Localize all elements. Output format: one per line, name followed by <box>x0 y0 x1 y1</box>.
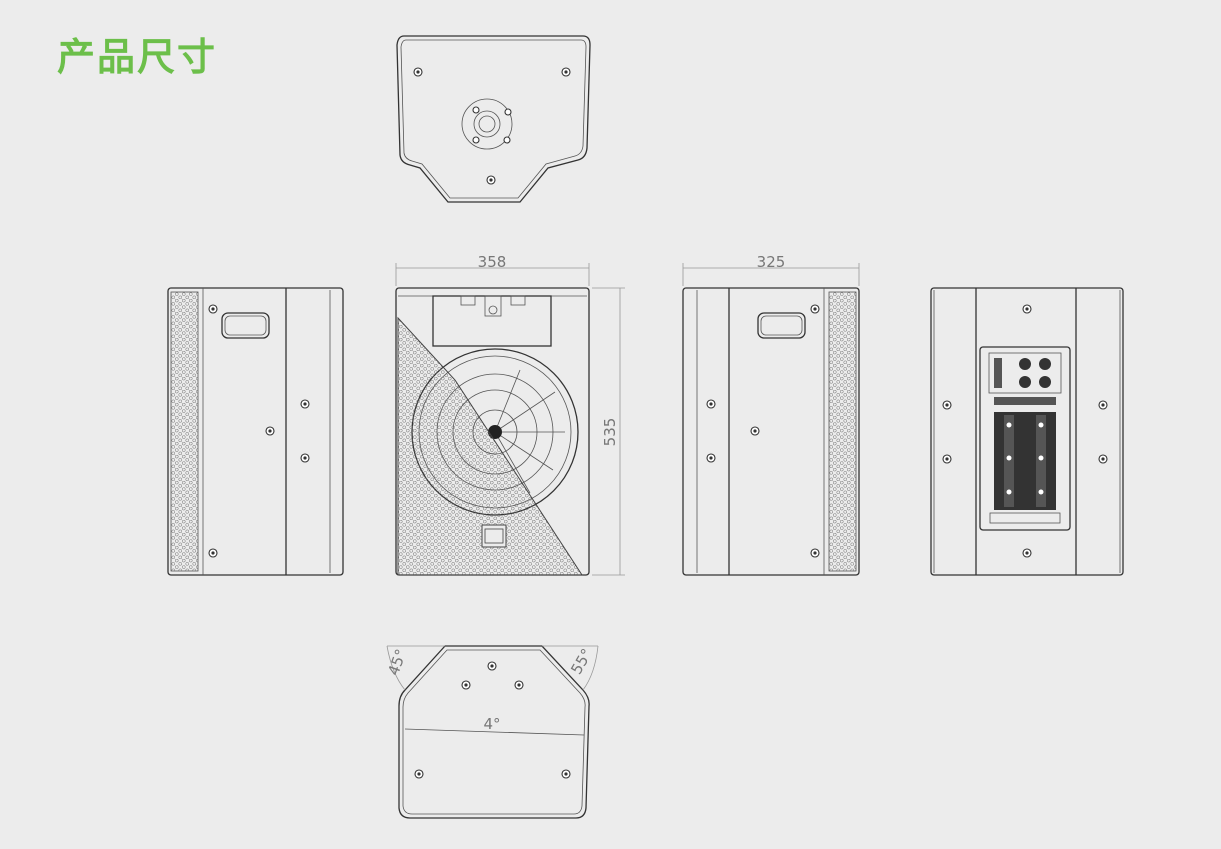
bottom-view <box>386 645 599 819</box>
height-dimension: 535 <box>601 418 619 447</box>
right-side-view <box>682 287 860 576</box>
top-view <box>396 35 591 203</box>
width-dimension: 358 <box>478 253 507 271</box>
page-title: 产品尺寸 <box>57 35 218 79</box>
back-view <box>930 287 1124 576</box>
dimension-lines <box>395 263 860 576</box>
front-view <box>395 287 590 576</box>
left-side-view <box>167 287 344 576</box>
depth-dimension: 325 <box>757 253 786 271</box>
angle-bottom-dimension: 4° <box>483 715 500 733</box>
